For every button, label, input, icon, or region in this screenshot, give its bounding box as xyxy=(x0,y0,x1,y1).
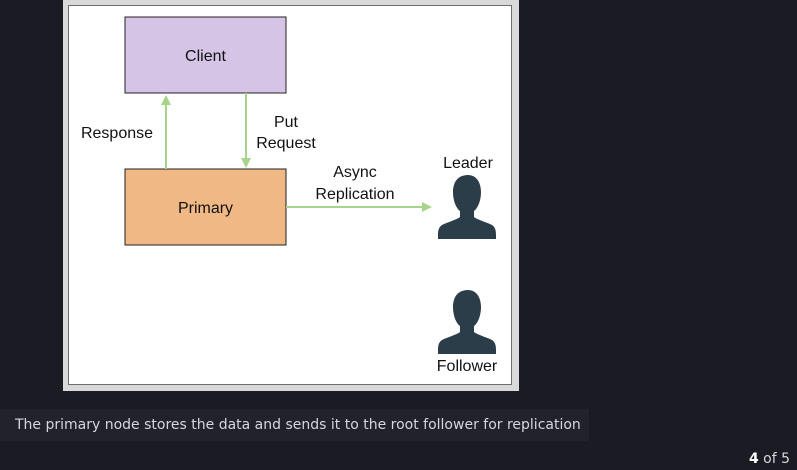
primary-box xyxy=(124,168,287,246)
client-label: Client xyxy=(185,48,226,65)
follower-label: Follower xyxy=(437,358,498,375)
async-label-line1: Async xyxy=(333,164,377,181)
follower-user-icon xyxy=(438,290,496,354)
pager-current: 4 xyxy=(748,451,759,467)
slide-pager: 4 of 5 xyxy=(749,451,790,467)
async-label-line2: Replication xyxy=(315,186,394,203)
slide-frame: Client Primary Response Put Request Asyn… xyxy=(63,0,519,391)
slide-caption: The primary node stores the data and sen… xyxy=(0,409,589,441)
diagram-canvas: Client Primary Response Put Request Asyn… xyxy=(68,5,512,385)
response-label: Response xyxy=(81,125,153,142)
primary-label: Primary xyxy=(178,200,233,217)
put-request-label-line1: Put xyxy=(274,114,299,131)
put-request-label-line2: Request xyxy=(256,135,316,152)
leader-user-icon xyxy=(438,175,496,239)
pager-total: of 5 xyxy=(763,451,790,467)
client-box xyxy=(124,16,287,94)
architecture-diagram: Client Primary Response Put Request Asyn… xyxy=(81,16,498,375)
leader-label: Leader xyxy=(443,155,493,172)
